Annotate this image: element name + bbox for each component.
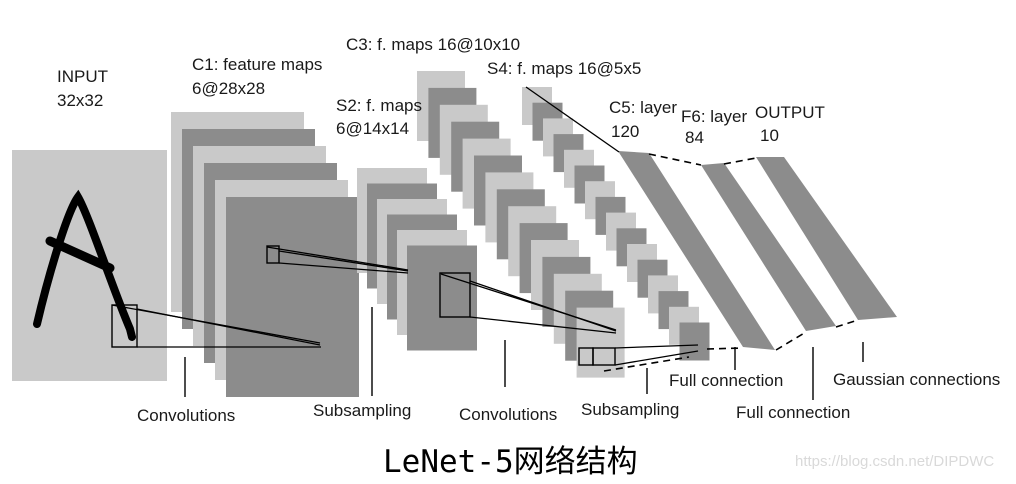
- subsampling-label-2: Subsampling: [581, 400, 680, 419]
- s2-to-c3-fan-line: [469, 316, 617, 334]
- c1-label: C1: feature maps: [192, 55, 323, 74]
- full-connection-label-1: Full connection: [669, 371, 784, 390]
- s4-label: S4: f. maps 16@5x5: [487, 59, 642, 78]
- c1-receptive-field-box: [266, 245, 280, 264]
- input-receptive-field-box: [111, 304, 138, 348]
- s4-to-c5-fan-line: [614, 350, 699, 366]
- c1-to-s2-fan-line: [266, 246, 409, 271]
- c3-label: C3: f. maps 16@10x10: [346, 35, 521, 54]
- full-connection-label-2: Full connection: [736, 403, 851, 422]
- s4-map-square: [679, 322, 710, 361]
- f6-output-top-connector: [723, 157, 757, 165]
- input-plane: [12, 150, 167, 381]
- c5-f6-bottom-connector: [775, 331, 807, 351]
- c5-label: C5: layer: [609, 98, 678, 117]
- input-to-c1-fan-line: [136, 308, 321, 346]
- s2-label: S2: f. maps: [336, 96, 422, 115]
- figure-caption: LeNet-5网络结构: [383, 444, 638, 480]
- output-bar: [756, 157, 897, 320]
- c5-size-label: 120: [611, 122, 640, 141]
- convolutions-label-2: Convolutions: [459, 405, 558, 424]
- f6-label: F6: layer: [681, 107, 748, 126]
- s4-to-c5-top-line: [525, 86, 620, 153]
- watermark-text: https://blog.csdn.net/DIPDWC: [795, 453, 995, 470]
- s2-to-c3-fan-line: [469, 280, 617, 332]
- c1-to-s2-fan-line: [278, 262, 409, 274]
- c3-map-square: [576, 307, 625, 378]
- gaussian-connections-label: Gaussian connections: [833, 370, 1001, 389]
- s2-receptive-field-box: [439, 272, 471, 318]
- c1-size-label: 6@28x28: [192, 79, 266, 98]
- f6-output-bottom-connector: [835, 319, 859, 328]
- convolutions-label-1: Convolutions: [137, 406, 236, 425]
- c5-f6-top-connector: [648, 153, 702, 166]
- handwritten-a-crossbar: [45, 236, 115, 273]
- f6-size-label: 84: [685, 128, 704, 147]
- c1-to-s2-fan-line: [278, 250, 409, 272]
- c1-map-square: [226, 197, 359, 397]
- output-label: OUTPUT: [755, 103, 825, 122]
- s2-map-square: [407, 245, 477, 351]
- s2-size-label: 6@14x14: [336, 119, 410, 138]
- input-label: INPUT: [57, 67, 108, 86]
- s4-to-c5-fan-line: [614, 344, 699, 349]
- subsampling-label-1: Subsampling: [313, 401, 412, 420]
- c5-bar: [618, 151, 775, 350]
- s4-receptive-field-box-extension: [592, 347, 616, 366]
- handwritten-a-stroke: [33, 189, 136, 341]
- output-size-label: 10: [760, 126, 779, 145]
- c3-front-to-s4-connector: [603, 356, 690, 372]
- input-size-label: 32x32: [57, 91, 104, 110]
- f6-bar: [701, 163, 836, 331]
- s4-to-c5-bottom-connector: [706, 347, 744, 350]
